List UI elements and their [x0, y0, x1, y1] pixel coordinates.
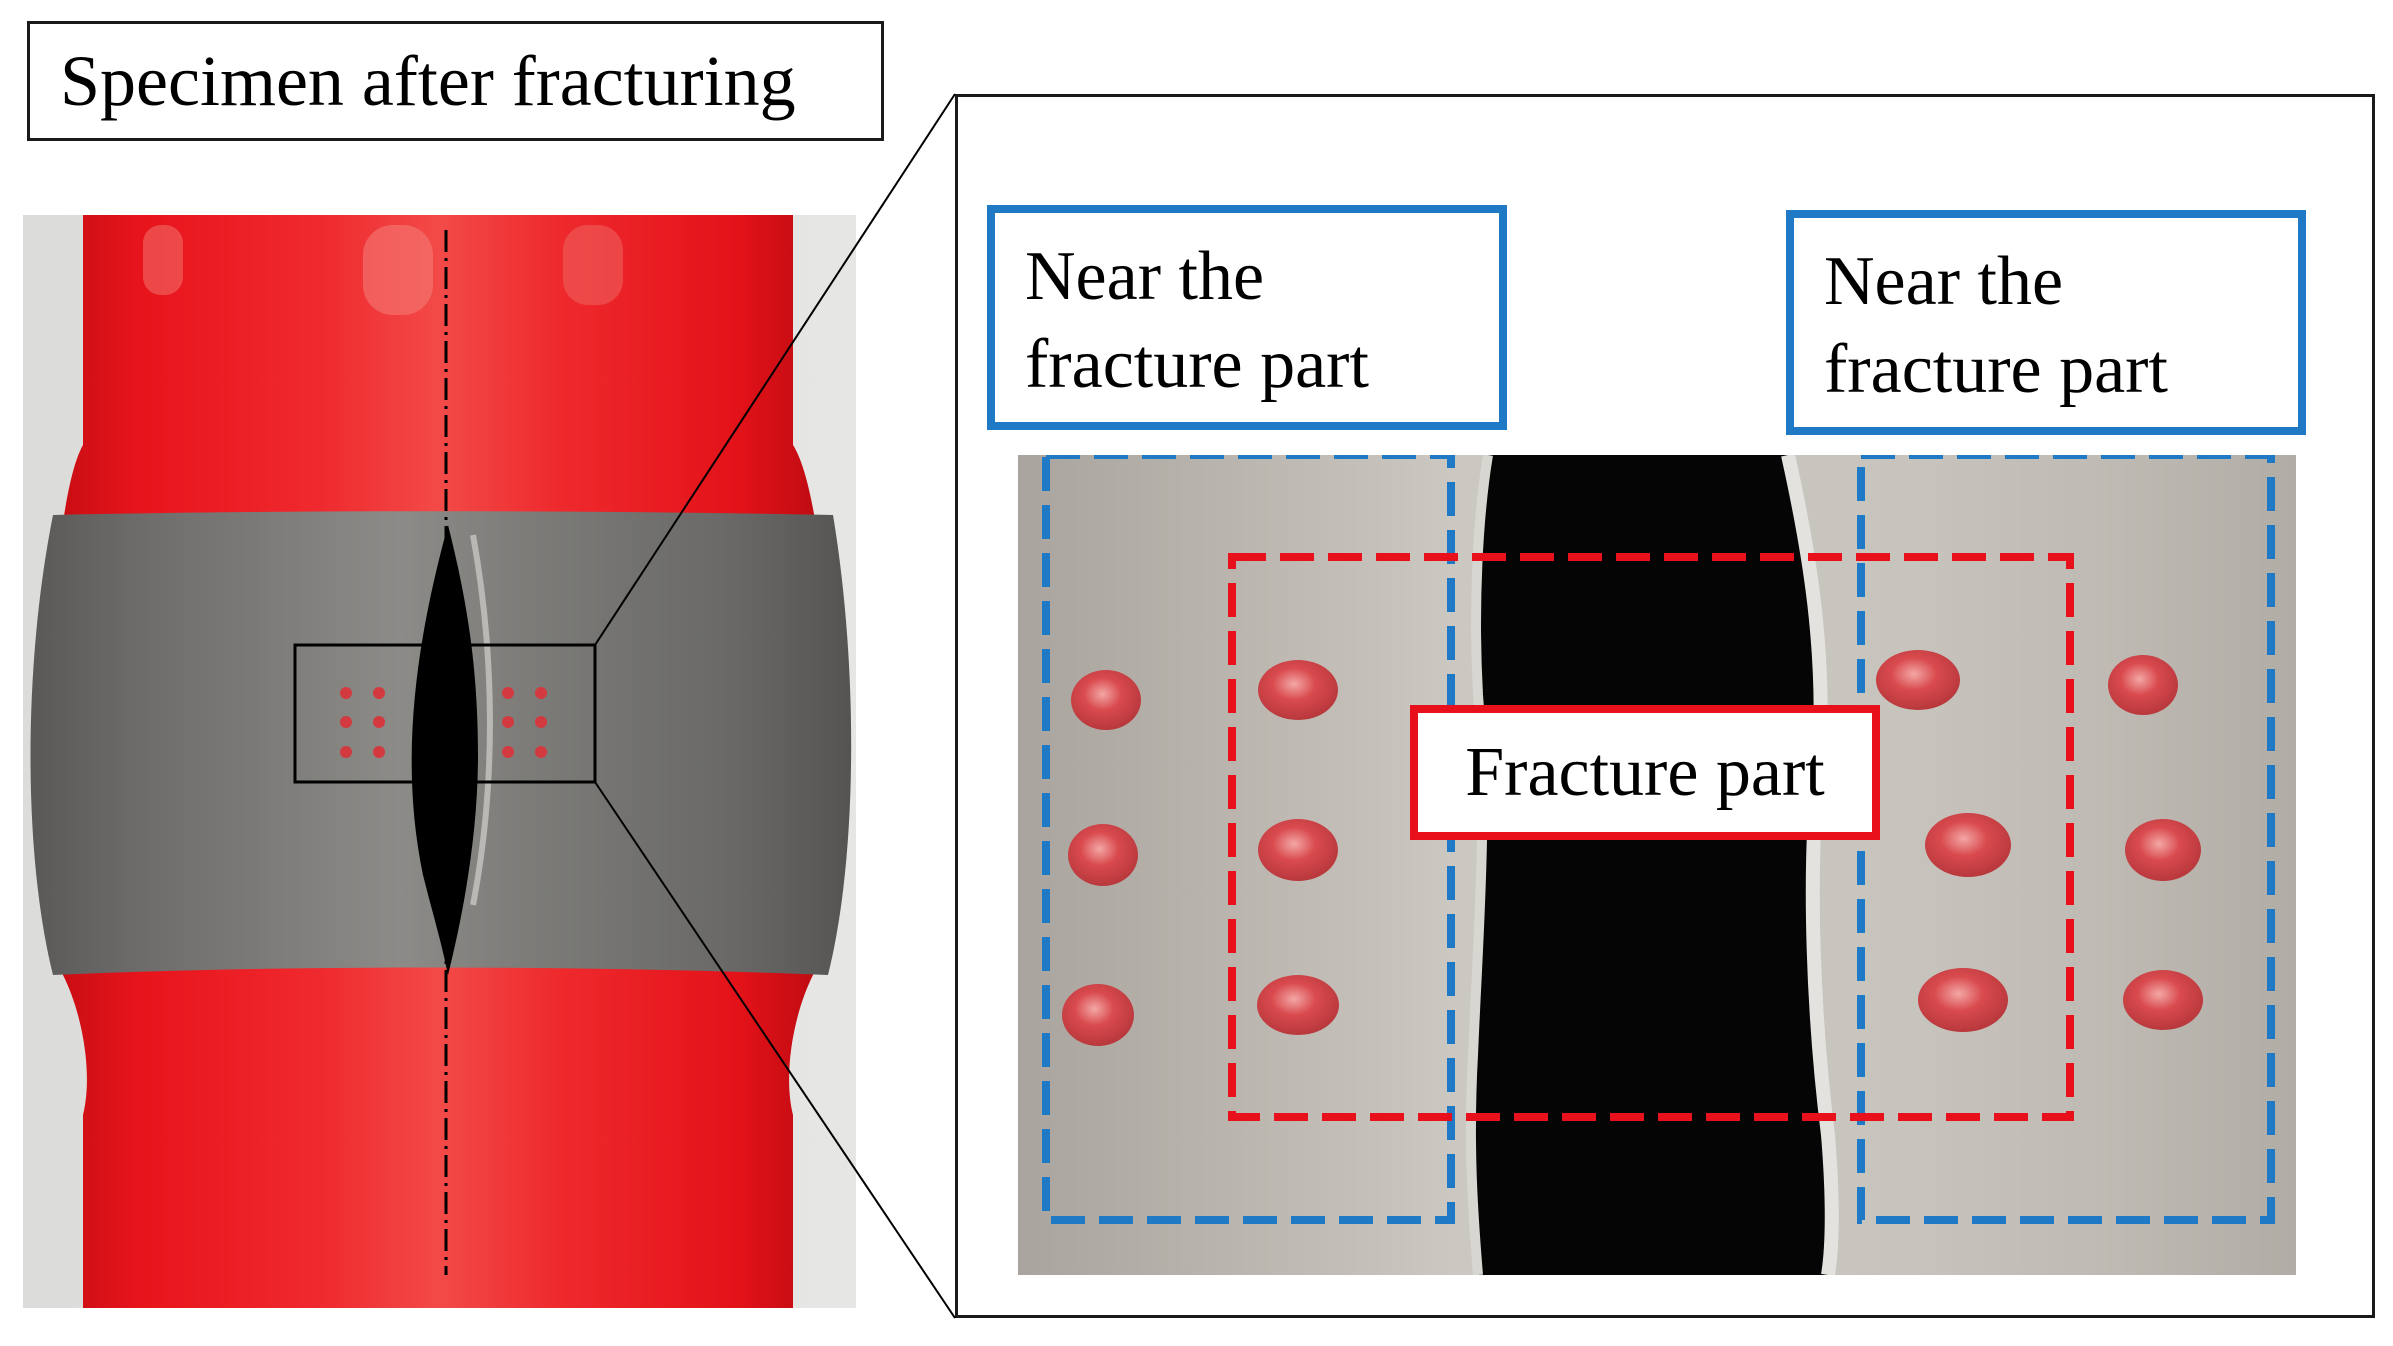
specimen-photo [23, 215, 856, 1308]
near-left-line-1: Near the [1025, 238, 1265, 315]
near-right-line-2: fracture part [1824, 331, 2168, 408]
near-right-line-1: Near the [1824, 243, 2064, 320]
closeup-photo [1018, 455, 2296, 1275]
fracture-part-label: Fracture part [1410, 705, 1880, 840]
near-fracture-label-left: Near the fracture part [987, 205, 1507, 430]
near-fracture-label-right: Near the fracture part [1786, 210, 2306, 435]
near-left-line-2: fracture part [1025, 326, 1369, 403]
figure-title: Specimen after fracturing [27, 21, 884, 141]
